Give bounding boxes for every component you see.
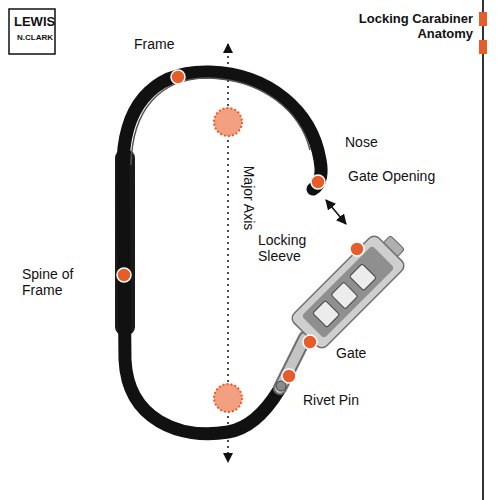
part-label: Rivet Pin <box>303 392 359 408</box>
axis-point <box>214 384 242 412</box>
part-label: Gate <box>336 345 366 361</box>
gate-shaft <box>280 338 305 388</box>
combination-dial <box>313 300 340 327</box>
callout-dot <box>350 242 364 256</box>
rivet <box>276 381 286 391</box>
axis-label: Major Axis <box>241 166 257 231</box>
accent-mark <box>479 40 487 54</box>
part-label: Locking Sleeve <box>258 232 320 264</box>
part-label: Spine of Frame <box>22 266 90 298</box>
callout-dot <box>171 70 185 84</box>
gate-opening-arrow <box>326 200 346 224</box>
accent-mark <box>479 12 487 26</box>
carabiner-frame <box>123 72 321 434</box>
axis-point <box>214 108 242 136</box>
part-label: Frame <box>134 36 174 52</box>
callout-dot <box>117 268 131 282</box>
part-label: Nose <box>345 134 378 150</box>
logo-frame <box>9 9 55 54</box>
side-rule <box>482 0 484 500</box>
combination-dial <box>349 264 376 291</box>
lock-body <box>289 226 413 350</box>
brand-logo: N.CLARK <box>17 33 53 42</box>
gate-shaft <box>280 338 305 388</box>
combination-dial <box>331 282 358 309</box>
frame-highlight <box>131 78 310 165</box>
callout-dot <box>282 369 296 383</box>
lock-sleeve <box>289 233 406 350</box>
part-label: Gate Opening <box>348 168 435 184</box>
diagram-title: Locking Carabiner Anatomy <box>347 12 473 42</box>
lock-plate <box>301 245 394 338</box>
callout-dot <box>303 335 317 349</box>
brand-logo: LEWIS <box>14 15 55 30</box>
callout-dot <box>311 175 325 189</box>
